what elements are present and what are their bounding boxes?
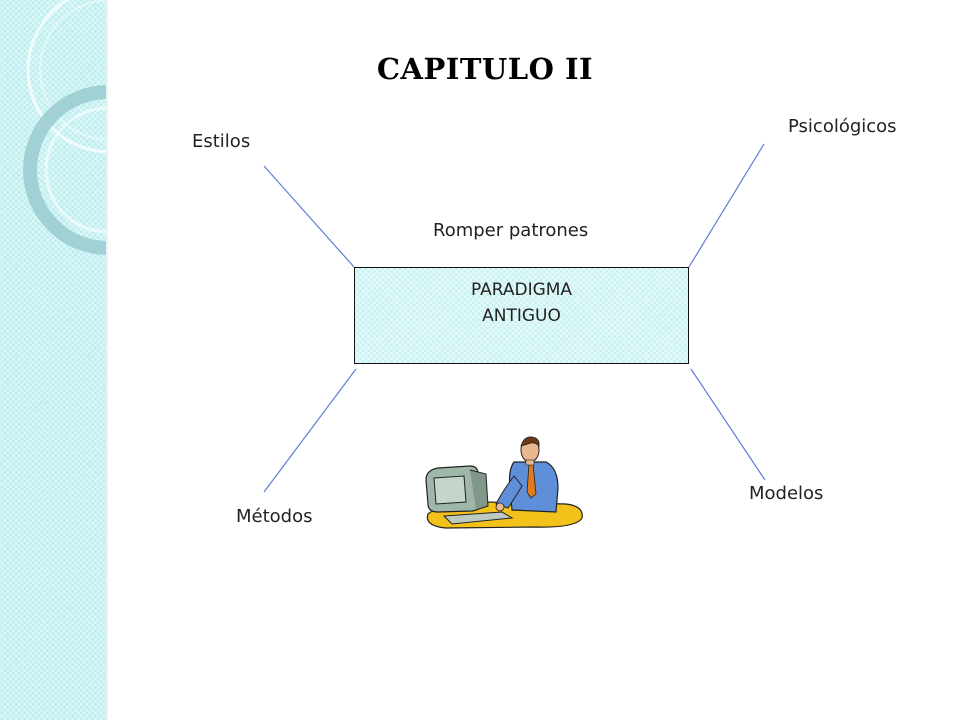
sidebar-rings-icon: [23, 0, 106, 255]
box-line-1: PARADIGMA: [470, 280, 573, 300]
label-romper-patrones: Romper patrones: [433, 220, 589, 241]
connector-estilos: [263, 165, 355, 268]
box-line-2: ANTIGUO: [482, 306, 561, 326]
label-modelos: Modelos: [749, 483, 824, 504]
connector-psicologicos: [688, 143, 765, 268]
person-at-computer-icon: [425, 436, 583, 529]
label-psicologicos: Psicológicos: [788, 116, 897, 137]
decorative-sidebar: [0, 0, 108, 720]
label-metodos: Métodos: [236, 506, 313, 527]
paradigma-box: PARADIGMA ANTIGUO: [354, 267, 689, 364]
page-title: CAPITULO II: [376, 52, 594, 86]
connector-metodos: [263, 368, 357, 493]
label-estilos: Estilos: [192, 131, 251, 152]
connector-modelos: [690, 368, 766, 481]
